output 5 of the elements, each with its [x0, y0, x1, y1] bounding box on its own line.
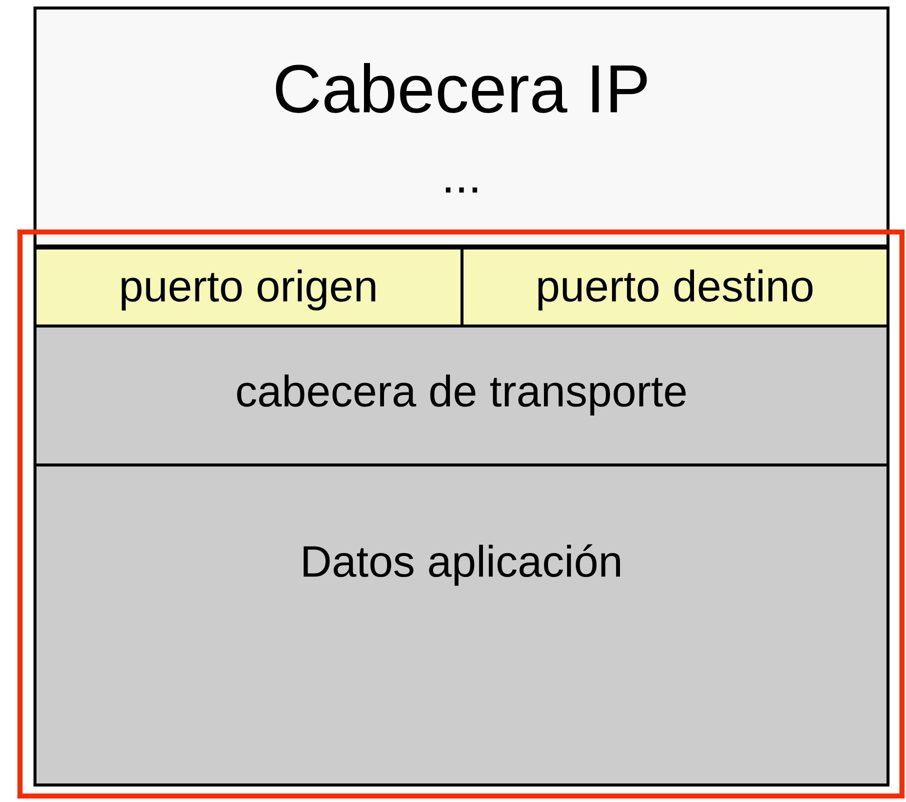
header-box: Cabecera IP ...	[34, 6, 890, 248]
field-box: puerto origen	[34, 246, 464, 328]
field-box: puerto destino	[460, 246, 890, 328]
group-frame	[18, 230, 904, 798]
header-box: cabecera de transporte	[34, 324, 890, 466]
